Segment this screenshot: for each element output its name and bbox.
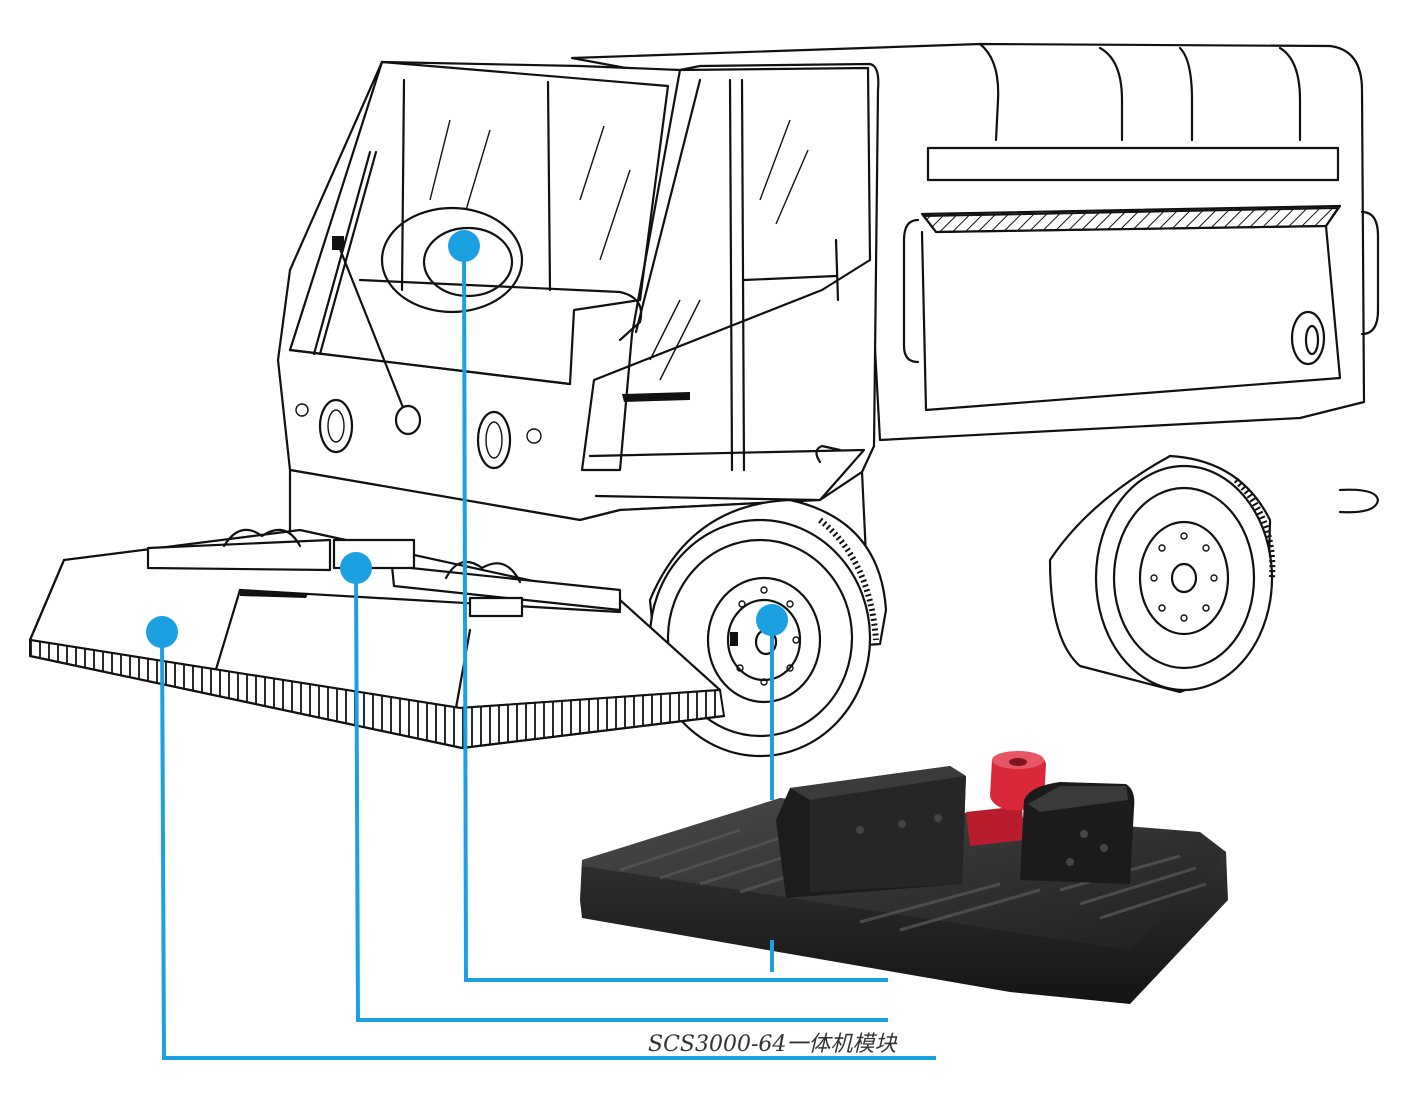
street-sweeper-drawing [28,42,1380,758]
brush-assembly-marker[interactable] [340,552,372,584]
controller-module-photo [580,751,1228,1004]
module-caption: SCS3000-64一体机模块 [648,1032,897,1057]
connector-line-brush [354,567,888,1022]
rear-wheel [1048,454,1276,694]
front-brush-assembly [28,528,726,750]
connector-lines [160,245,936,1060]
connector-line-cab [462,245,888,982]
cab-steering-marker[interactable] [448,230,480,262]
callout-markers [146,230,788,648]
rear-body [570,42,1380,442]
wheel-marker[interactable] [756,604,788,636]
front-brush-marker[interactable] [146,616,178,648]
connector-line-front-brush [160,631,936,1060]
